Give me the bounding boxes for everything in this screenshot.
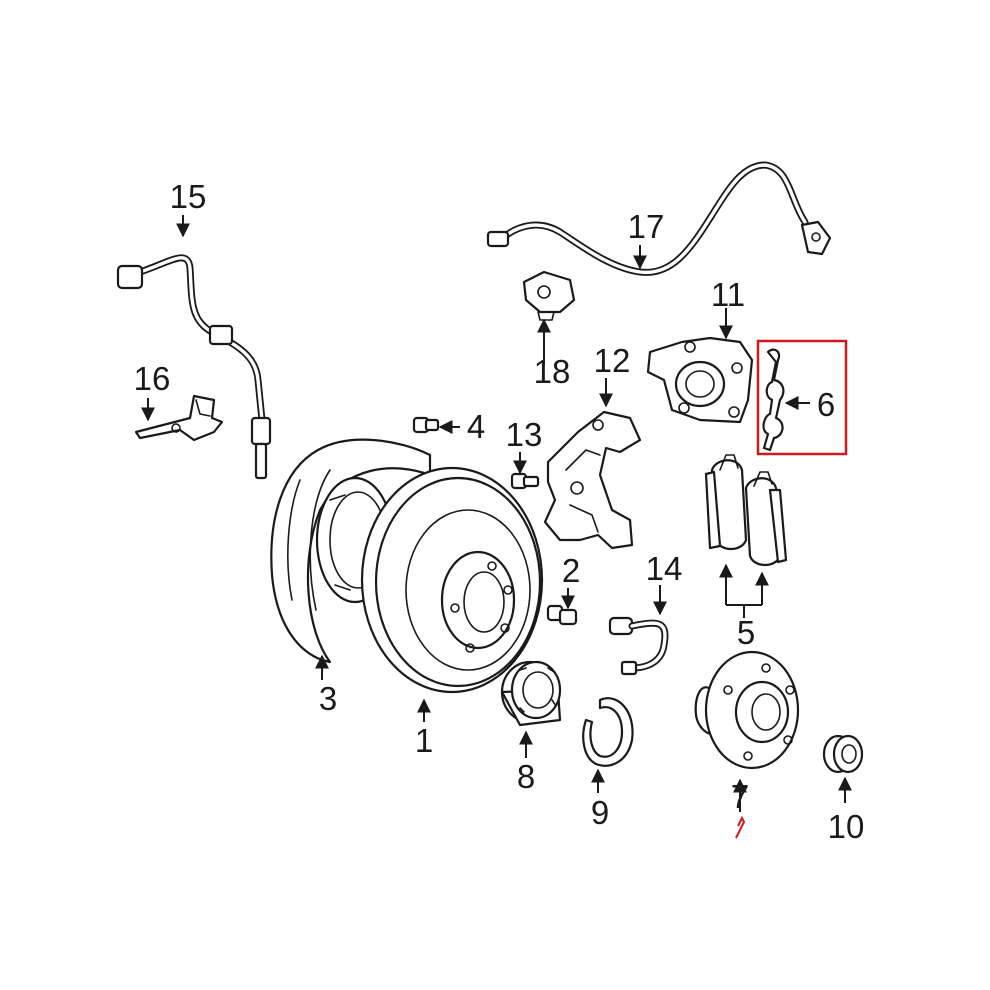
callout-6: 6 (817, 386, 835, 423)
callout-13: 13 (506, 416, 543, 453)
part-14-wear-sensor[interactable] (608, 616, 669, 676)
callout-8: 8 (517, 758, 535, 795)
highlight-box-part-6 (756, 339, 848, 456)
callout-16: 16 (134, 360, 171, 397)
callout-2: 2 (562, 552, 580, 589)
part-13-bolt[interactable] (510, 472, 540, 490)
part-9-snap-ring[interactable] (582, 697, 634, 767)
part-7-wheel-hub[interactable] (694, 650, 800, 770)
part-1-brake-rotor[interactable] (360, 466, 544, 694)
callout-17: 17 (628, 208, 665, 245)
callout-7: 7 (731, 778, 749, 815)
callout-9: 9 (591, 794, 609, 831)
part-4-bolt[interactable] (412, 416, 440, 434)
callout-labels: 15 16 4 13 18 12 17 11 6 2 14 5 3 1 8 9 … (134, 178, 865, 845)
part-18-guide[interactable] (522, 270, 576, 321)
part-6-anti-rattle-clip[interactable] (762, 348, 785, 452)
part-2-bolt[interactable] (546, 604, 578, 626)
callout-12: 12 (594, 342, 631, 379)
part-11-caliper[interactable] (646, 336, 754, 424)
part-12-caliper-carrier[interactable] (543, 410, 642, 550)
part-8-wheel-bearing[interactable] (500, 660, 562, 727)
callout-5: 5 (737, 614, 755, 651)
callout-18: 18 (534, 353, 571, 390)
part-16-bracket[interactable] (134, 394, 224, 442)
part-17-sensor-cable[interactable] (486, 161, 832, 276)
part-15-brake-hose[interactable] (116, 254, 272, 480)
callout-14: 14 (646, 550, 683, 587)
callout-3: 3 (319, 680, 337, 717)
callout-1: 1 (415, 722, 433, 759)
callout-10: 10 (828, 808, 865, 845)
part-10-nut[interactable] (822, 734, 864, 774)
callout-11: 11 (711, 276, 745, 313)
callout-15: 15 (170, 178, 207, 215)
leader-lines (141, 215, 852, 839)
part-5-brake-pads[interactable] (704, 454, 788, 567)
callout-4: 4 (467, 408, 485, 445)
